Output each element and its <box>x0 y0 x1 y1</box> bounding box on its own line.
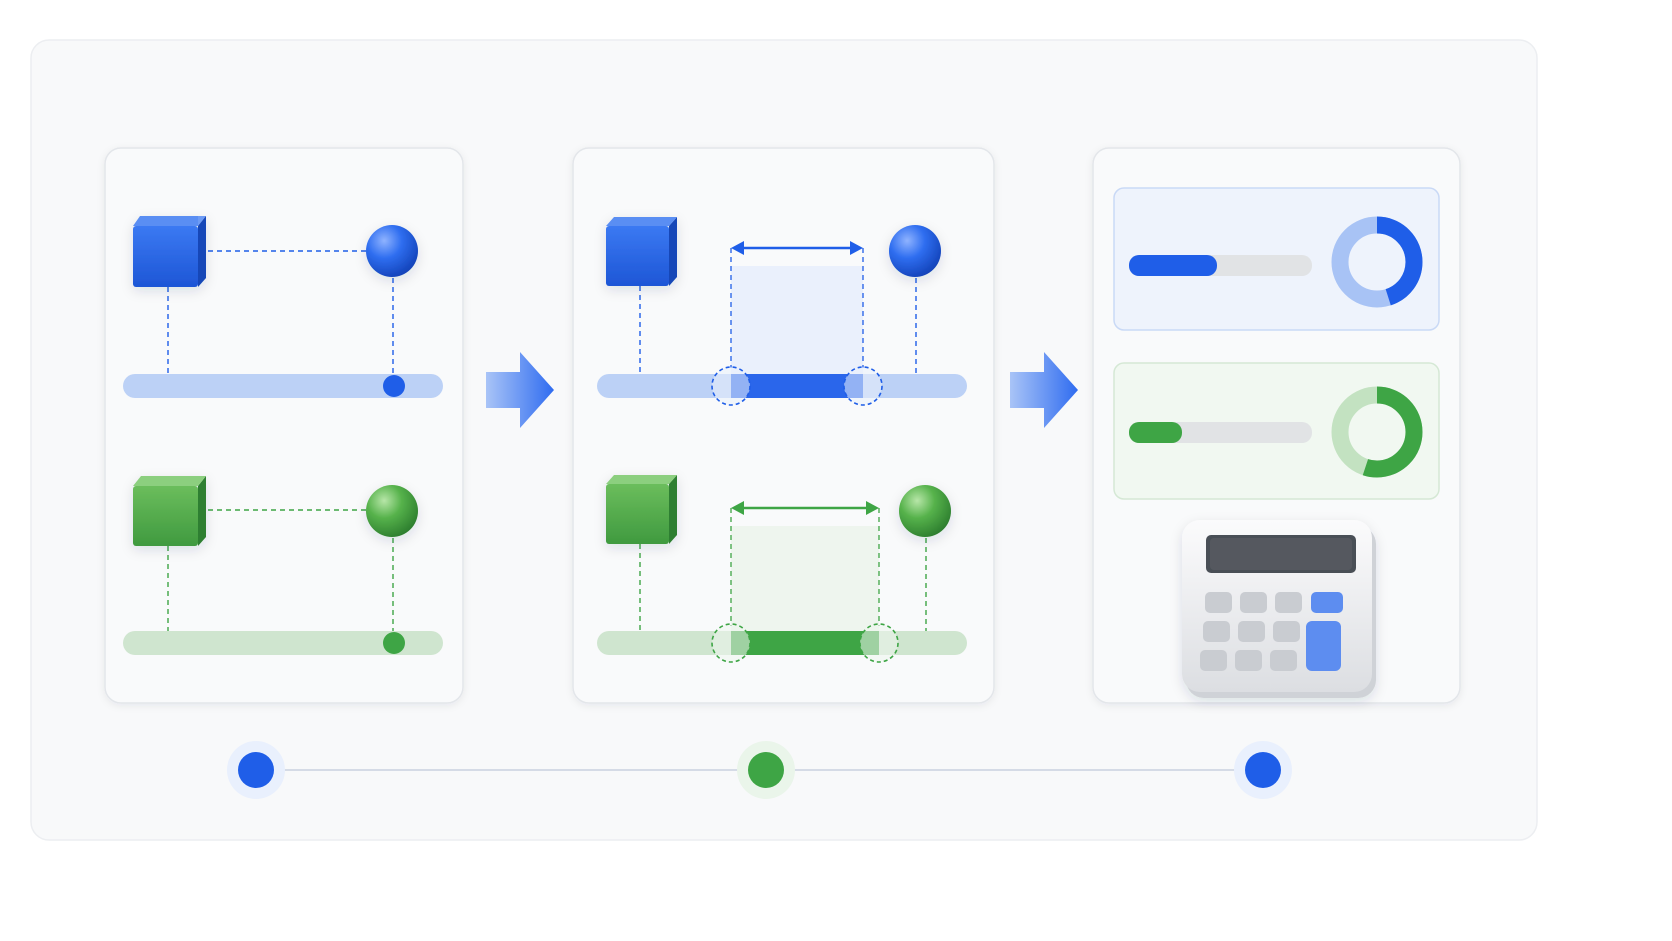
stage-2-card <box>572 147 995 704</box>
green-sphere-icon <box>366 485 418 537</box>
green-cube-icon <box>133 476 206 546</box>
step-marker-2[interactable] <box>737 741 795 799</box>
stage-3-panel <box>1092 147 1461 704</box>
green-span-end-handle <box>859 623 899 663</box>
blue-donut-arc <box>1331 216 1423 308</box>
green-span-area <box>731 526 879 642</box>
blue-donut-chart <box>1331 216 1423 308</box>
blue-sphere-icon <box>889 225 941 277</box>
blue-cube-icon <box>606 217 677 286</box>
blue-track <box>123 374 443 398</box>
green-track-span <box>731 631 879 655</box>
green-track-marker <box>383 632 405 654</box>
right-arrow-icon <box>1010 352 1078 428</box>
blue-sphere-icon <box>366 225 418 277</box>
stage-2-panel <box>572 147 995 704</box>
step-timeline <box>227 741 1292 799</box>
blue-cube-icon <box>133 216 206 287</box>
blue-span-start-handle <box>711 366 751 406</box>
blue-progress-fill <box>1129 255 1217 276</box>
green-track <box>123 631 443 655</box>
green-progress-fill <box>1129 422 1182 443</box>
double-arrow-icon <box>731 501 879 515</box>
green-span-start-handle <box>711 623 751 663</box>
blue-span-end-handle <box>843 366 883 406</box>
calculator-icon <box>1182 520 1376 698</box>
stage-1-panel <box>104 147 464 704</box>
green-cube-icon <box>606 475 677 544</box>
green-donut-chart <box>1331 386 1423 478</box>
green-donut-arc <box>1331 386 1423 478</box>
double-arrow-icon <box>731 241 863 255</box>
step-marker-1[interactable] <box>227 741 285 799</box>
blue-track-span <box>731 374 863 398</box>
blue-track-marker <box>383 375 405 397</box>
right-arrow-icon <box>486 352 554 428</box>
blue-span-area <box>731 266 863 384</box>
step-marker-3[interactable] <box>1234 741 1292 799</box>
green-sphere-icon <box>899 485 951 537</box>
